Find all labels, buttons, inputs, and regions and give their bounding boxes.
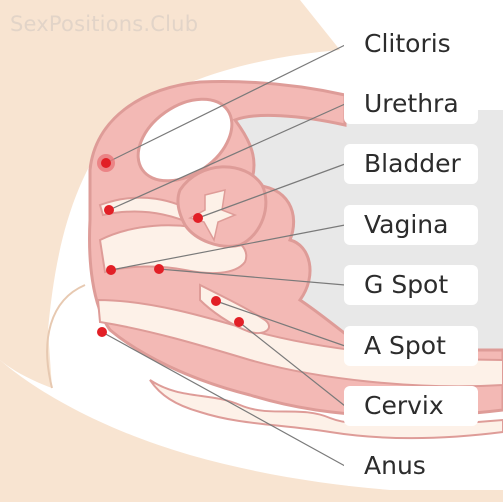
leader-anus: [101, 331, 346, 467]
clitoris-marker: [101, 158, 111, 168]
label-bladder: Bladder: [344, 144, 478, 184]
watermark: SexPositions.Club: [10, 12, 199, 36]
anus-marker: [97, 327, 107, 337]
cervix-marker: [234, 317, 244, 327]
leader-a-spot: [215, 300, 346, 347]
buttock-contour: [46, 284, 86, 389]
leader-urethra: [108, 103, 346, 211]
leader-clitoris: [105, 44, 346, 164]
leader-lines: [101, 44, 346, 467]
vagina-marker: [106, 265, 116, 275]
g-spot-marker: [154, 264, 164, 274]
bladder-shape: [136, 97, 234, 183]
a-spot-marker: [211, 296, 221, 306]
label-anus: Anus: [344, 446, 478, 486]
leader-cervix: [238, 321, 346, 407]
label-urethra: Urethra: [344, 84, 478, 124]
label-clitoris: Clitoris: [344, 24, 478, 64]
label-a-spot: A Spot: [344, 326, 478, 366]
label-vagina: Vagina: [344, 205, 478, 245]
markers: [97, 154, 244, 337]
bladder-marker: [193, 213, 203, 223]
label-g-spot: G Spot: [344, 265, 478, 305]
leader-bladder: [197, 163, 346, 219]
leg-silhouette: [0, 360, 503, 502]
urethra-marker: [104, 205, 114, 215]
body-silhouette: [0, 0, 340, 388]
leader-vagina: [110, 224, 346, 271]
label-cervix: Cervix: [344, 386, 478, 426]
leader-g-spot: [158, 268, 346, 286]
